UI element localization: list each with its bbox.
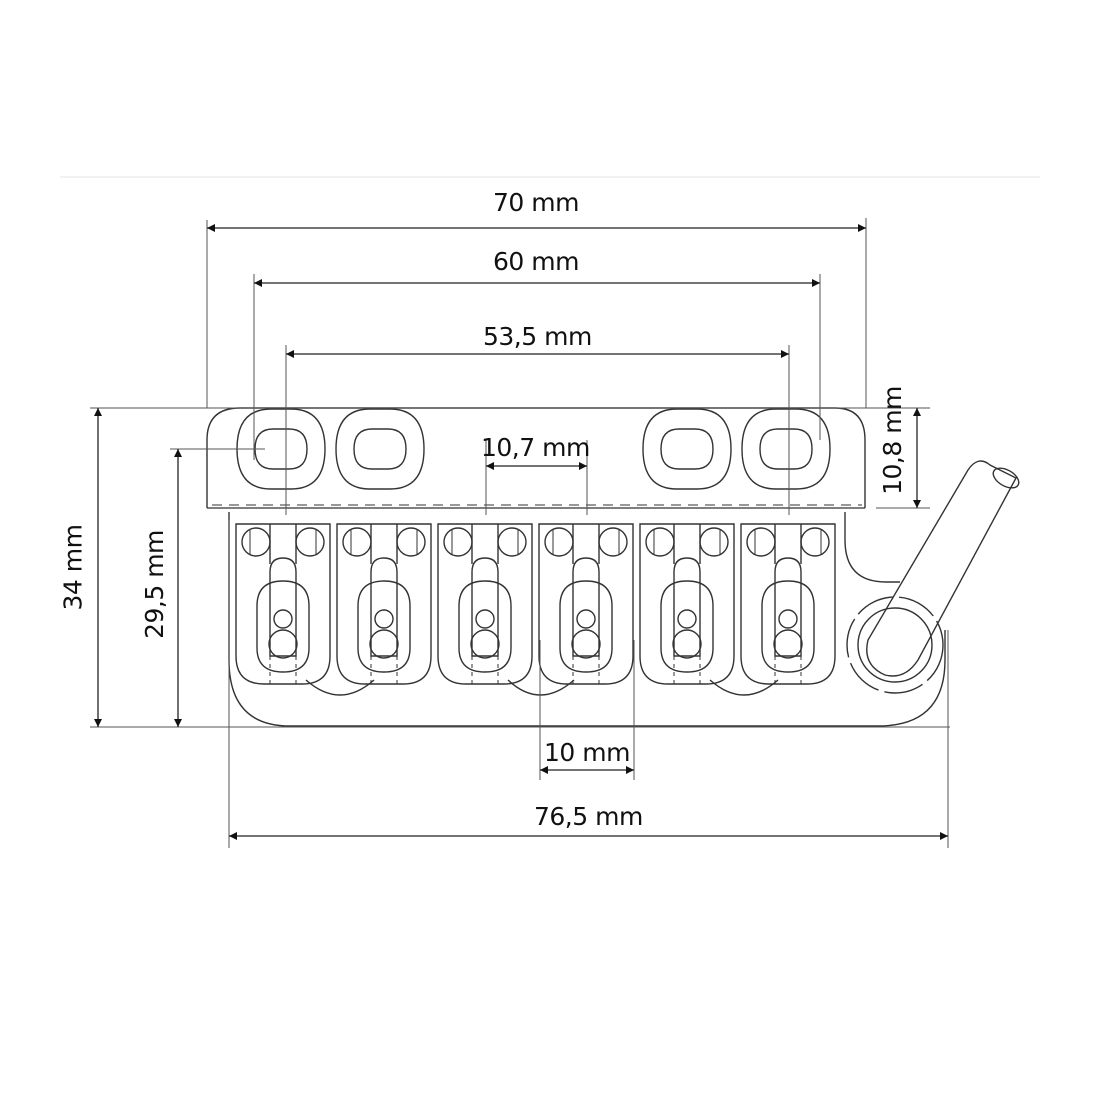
saddle-1 — [235, 523, 331, 685]
dimension-arrows — [94, 224, 948, 840]
mount-slot-3 — [642, 408, 732, 490]
dim-label-10-7mm: 10,7 mm — [481, 433, 590, 462]
dim-label-60mm: 60 mm — [493, 247, 579, 276]
dim-label-10-8mm: 10,8 mm — [877, 386, 907, 495]
dim-label-76-5mm: 76,5 mm — [534, 802, 643, 831]
scan-artifact-line — [60, 176, 1040, 178]
mount-slot-2 — [335, 408, 425, 490]
saddle-5 — [639, 523, 735, 685]
base-plate — [228, 512, 946, 727]
tremolo-arm — [846, 460, 1020, 694]
saddle-4 — [538, 523, 634, 685]
dim-label-34mm: 34 mm — [58, 524, 88, 611]
saddle-3 — [437, 523, 533, 685]
saddle-2 — [336, 523, 432, 685]
mount-slot-4 — [741, 408, 831, 490]
extension-lines — [90, 218, 950, 848]
dim-label-29-5mm: 29,5 mm — [139, 530, 169, 639]
saddle-6 — [740, 523, 836, 685]
dim-label-70mm: 70 mm — [493, 188, 579, 217]
dim-label-10mm: 10 mm — [544, 738, 630, 767]
dim-label-53-5mm: 53,5 mm — [483, 322, 592, 351]
saddle-links — [305, 679, 779, 696]
